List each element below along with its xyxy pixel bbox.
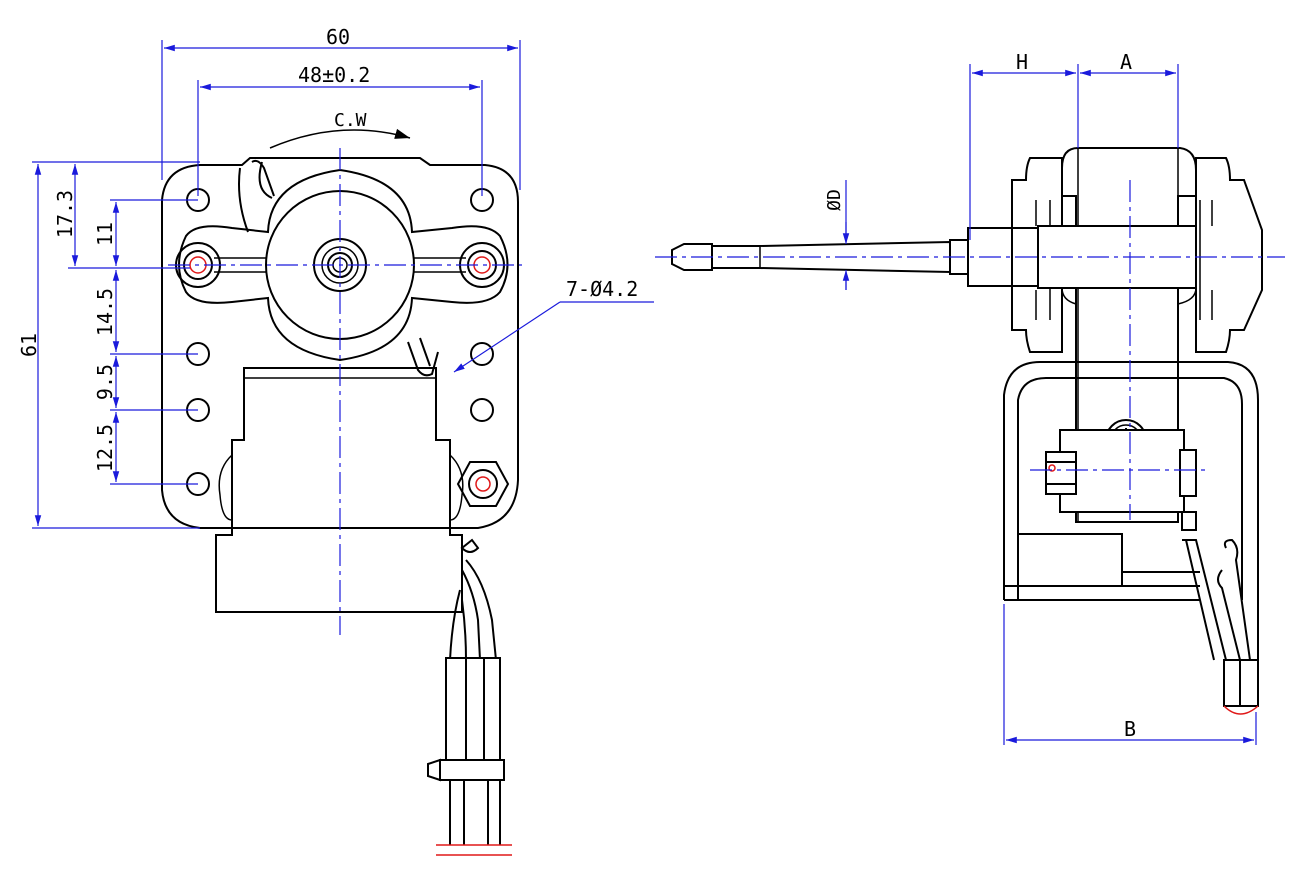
rotation-arrow [269, 128, 411, 149]
rotation-label: C.W [334, 110, 367, 131]
dim-61: 61 [17, 333, 41, 357]
end-cap-right [1195, 157, 1263, 353]
side-view: H A ØD B [655, 50, 1285, 745]
side-bracket [1003, 361, 1259, 700]
dim-9-5: 9.5 [93, 364, 117, 400]
dim-60: 60 [326, 25, 350, 49]
side-lead-wires [1182, 538, 1259, 715]
dim-14-5: 14.5 [93, 288, 117, 336]
dim-11: 11 [93, 222, 117, 246]
earth-nut [456, 461, 510, 507]
coil-body [215, 367, 463, 613]
dim-a: A [1120, 50, 1132, 74]
dim-h: H [1016, 50, 1028, 74]
bridge-bracket [178, 168, 509, 362]
dim-holes: 7-Ø4.2 [566, 277, 638, 301]
end-cap-left [1011, 157, 1063, 353]
dim-shaft-dia: ØD [824, 189, 845, 211]
front-view: C.W 60 48±0.2 61 17.3 11 14.5 9.5 12.5 7… [17, 25, 654, 856]
dim-12-5: 12.5 [93, 424, 117, 472]
dim-48: 48±0.2 [298, 63, 370, 87]
mounting-plate [161, 157, 519, 529]
mount-holes [186, 188, 494, 496]
lead-wires [427, 538, 512, 856]
dim-17-3: 17.3 [53, 190, 77, 238]
dim-b: B [1124, 717, 1136, 741]
